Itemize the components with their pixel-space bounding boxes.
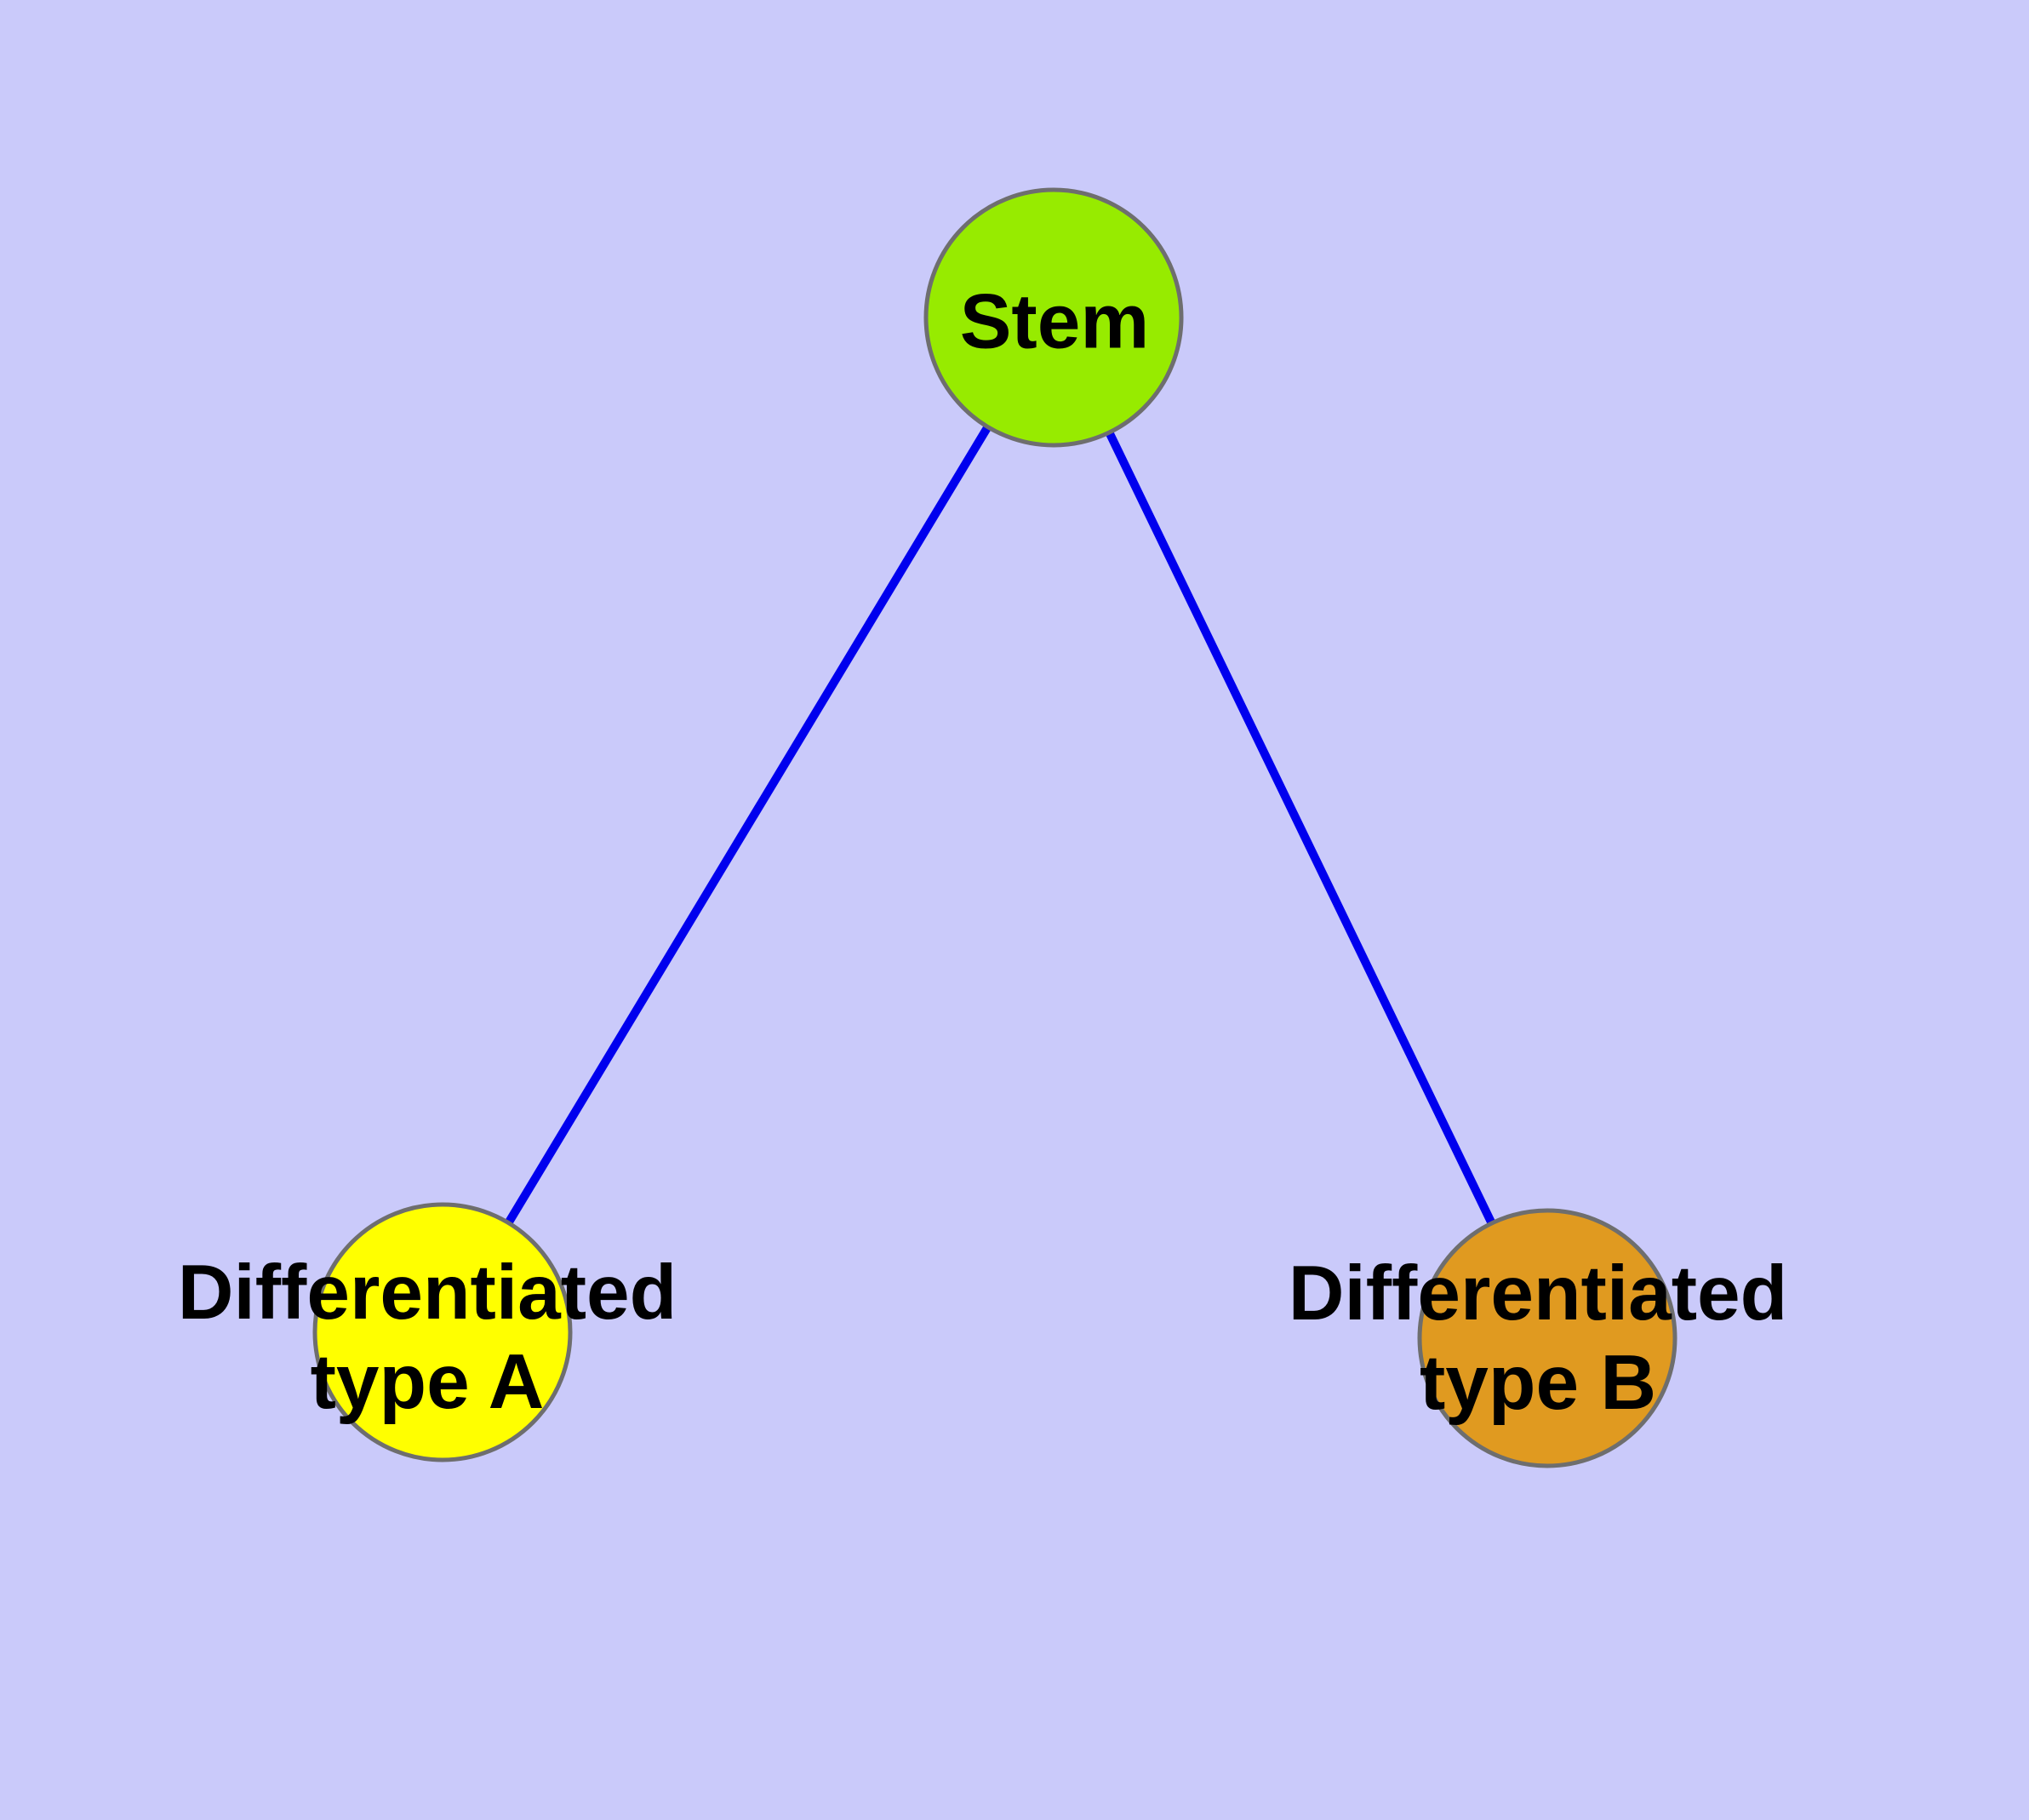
node-differentiated-type-b <box>1417 1208 1677 1468</box>
node-stem <box>923 187 1184 448</box>
edge-stem-to-type-a <box>438 315 1058 1335</box>
edge-stem-to-type-b <box>1049 315 1552 1341</box>
node-differentiated-type-a <box>312 1202 573 1462</box>
node-label-differentiated-type-b: Differentiated type B <box>1288 1251 1788 1426</box>
node-label-stem: Stem <box>959 278 1150 365</box>
node-label-differentiated-type-a: Differentiated type A <box>177 1250 677 1425</box>
